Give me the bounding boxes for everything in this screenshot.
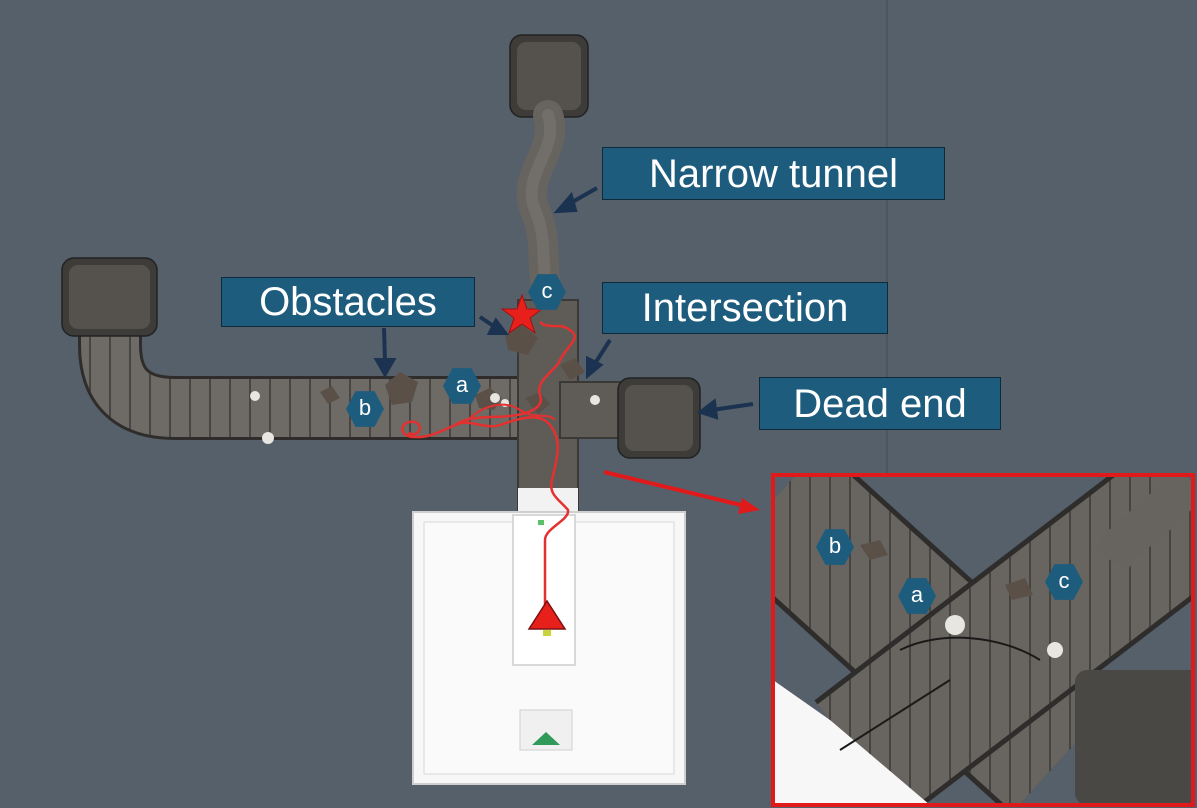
marker-b: b bbox=[346, 391, 384, 427]
marker-c-text: c bbox=[541, 277, 553, 303]
dead-end-label: Dead end bbox=[759, 377, 1001, 430]
inset-marker-c-text: c bbox=[1058, 567, 1070, 593]
left-end-block bbox=[61, 257, 158, 337]
obstacles-rubble bbox=[320, 325, 585, 414]
start-triangle-icon bbox=[527, 599, 567, 630]
goal-star-icon bbox=[500, 293, 544, 335]
dead-end-block bbox=[617, 377, 701, 459]
inset-marker-b-text: b bbox=[828, 532, 842, 558]
inset-pointer-arrow bbox=[603, 470, 760, 514]
marker-a: a bbox=[443, 368, 481, 404]
inset-marker-a-text: a bbox=[910, 581, 924, 607]
callout-arrows bbox=[373, 186, 754, 420]
marker-b-text: b bbox=[358, 394, 372, 420]
inset-zoom-view bbox=[771, 473, 1195, 807]
robot-trajectory bbox=[401, 321, 576, 625]
narrow-tunnel-label: Narrow tunnel bbox=[602, 147, 945, 200]
intersection-label: Intersection bbox=[602, 282, 888, 334]
start-room bbox=[412, 488, 686, 785]
marker-a-text: a bbox=[455, 371, 469, 397]
top-end-block bbox=[509, 34, 589, 118]
left-curved-tunnel bbox=[78, 300, 520, 440]
inset-marker-c: c bbox=[1045, 564, 1083, 600]
obstacles-label: Obstacles bbox=[221, 277, 475, 327]
